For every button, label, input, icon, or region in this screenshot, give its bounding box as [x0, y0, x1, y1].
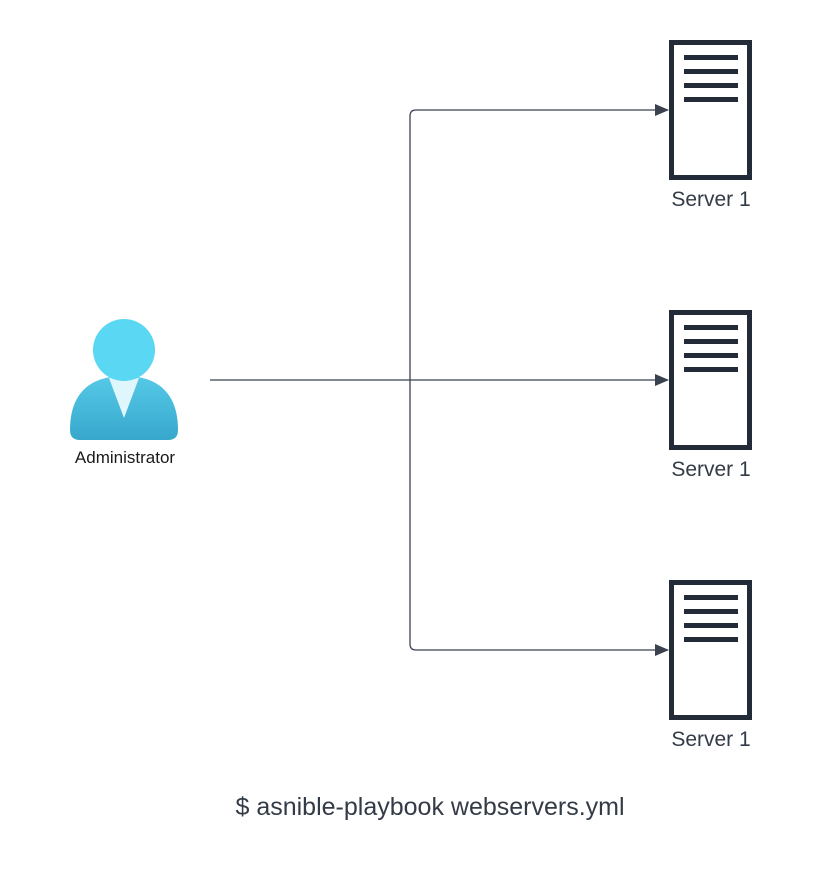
server-label: Server 1 — [671, 728, 750, 751]
server-node: Server 1 — [669, 40, 752, 211]
administrator-node: Administrator — [70, 319, 178, 467]
server-label: Server 1 — [671, 188, 750, 211]
server-label: Server 1 — [671, 458, 750, 481]
user-icon — [70, 319, 178, 440]
server-node: Server 1 — [669, 580, 752, 751]
server-node: Server 1 — [669, 310, 752, 481]
server-icon — [669, 580, 752, 720]
command-caption: $ asnible-playbook webservers.yml — [235, 793, 624, 821]
connector-to-server-3 — [409, 380, 669, 656]
administrator-label: Administrator — [75, 448, 175, 467]
connectors — [210, 104, 669, 656]
server-icon — [669, 40, 752, 180]
server-icon — [669, 310, 752, 450]
connector-to-server-1 — [409, 104, 669, 380]
